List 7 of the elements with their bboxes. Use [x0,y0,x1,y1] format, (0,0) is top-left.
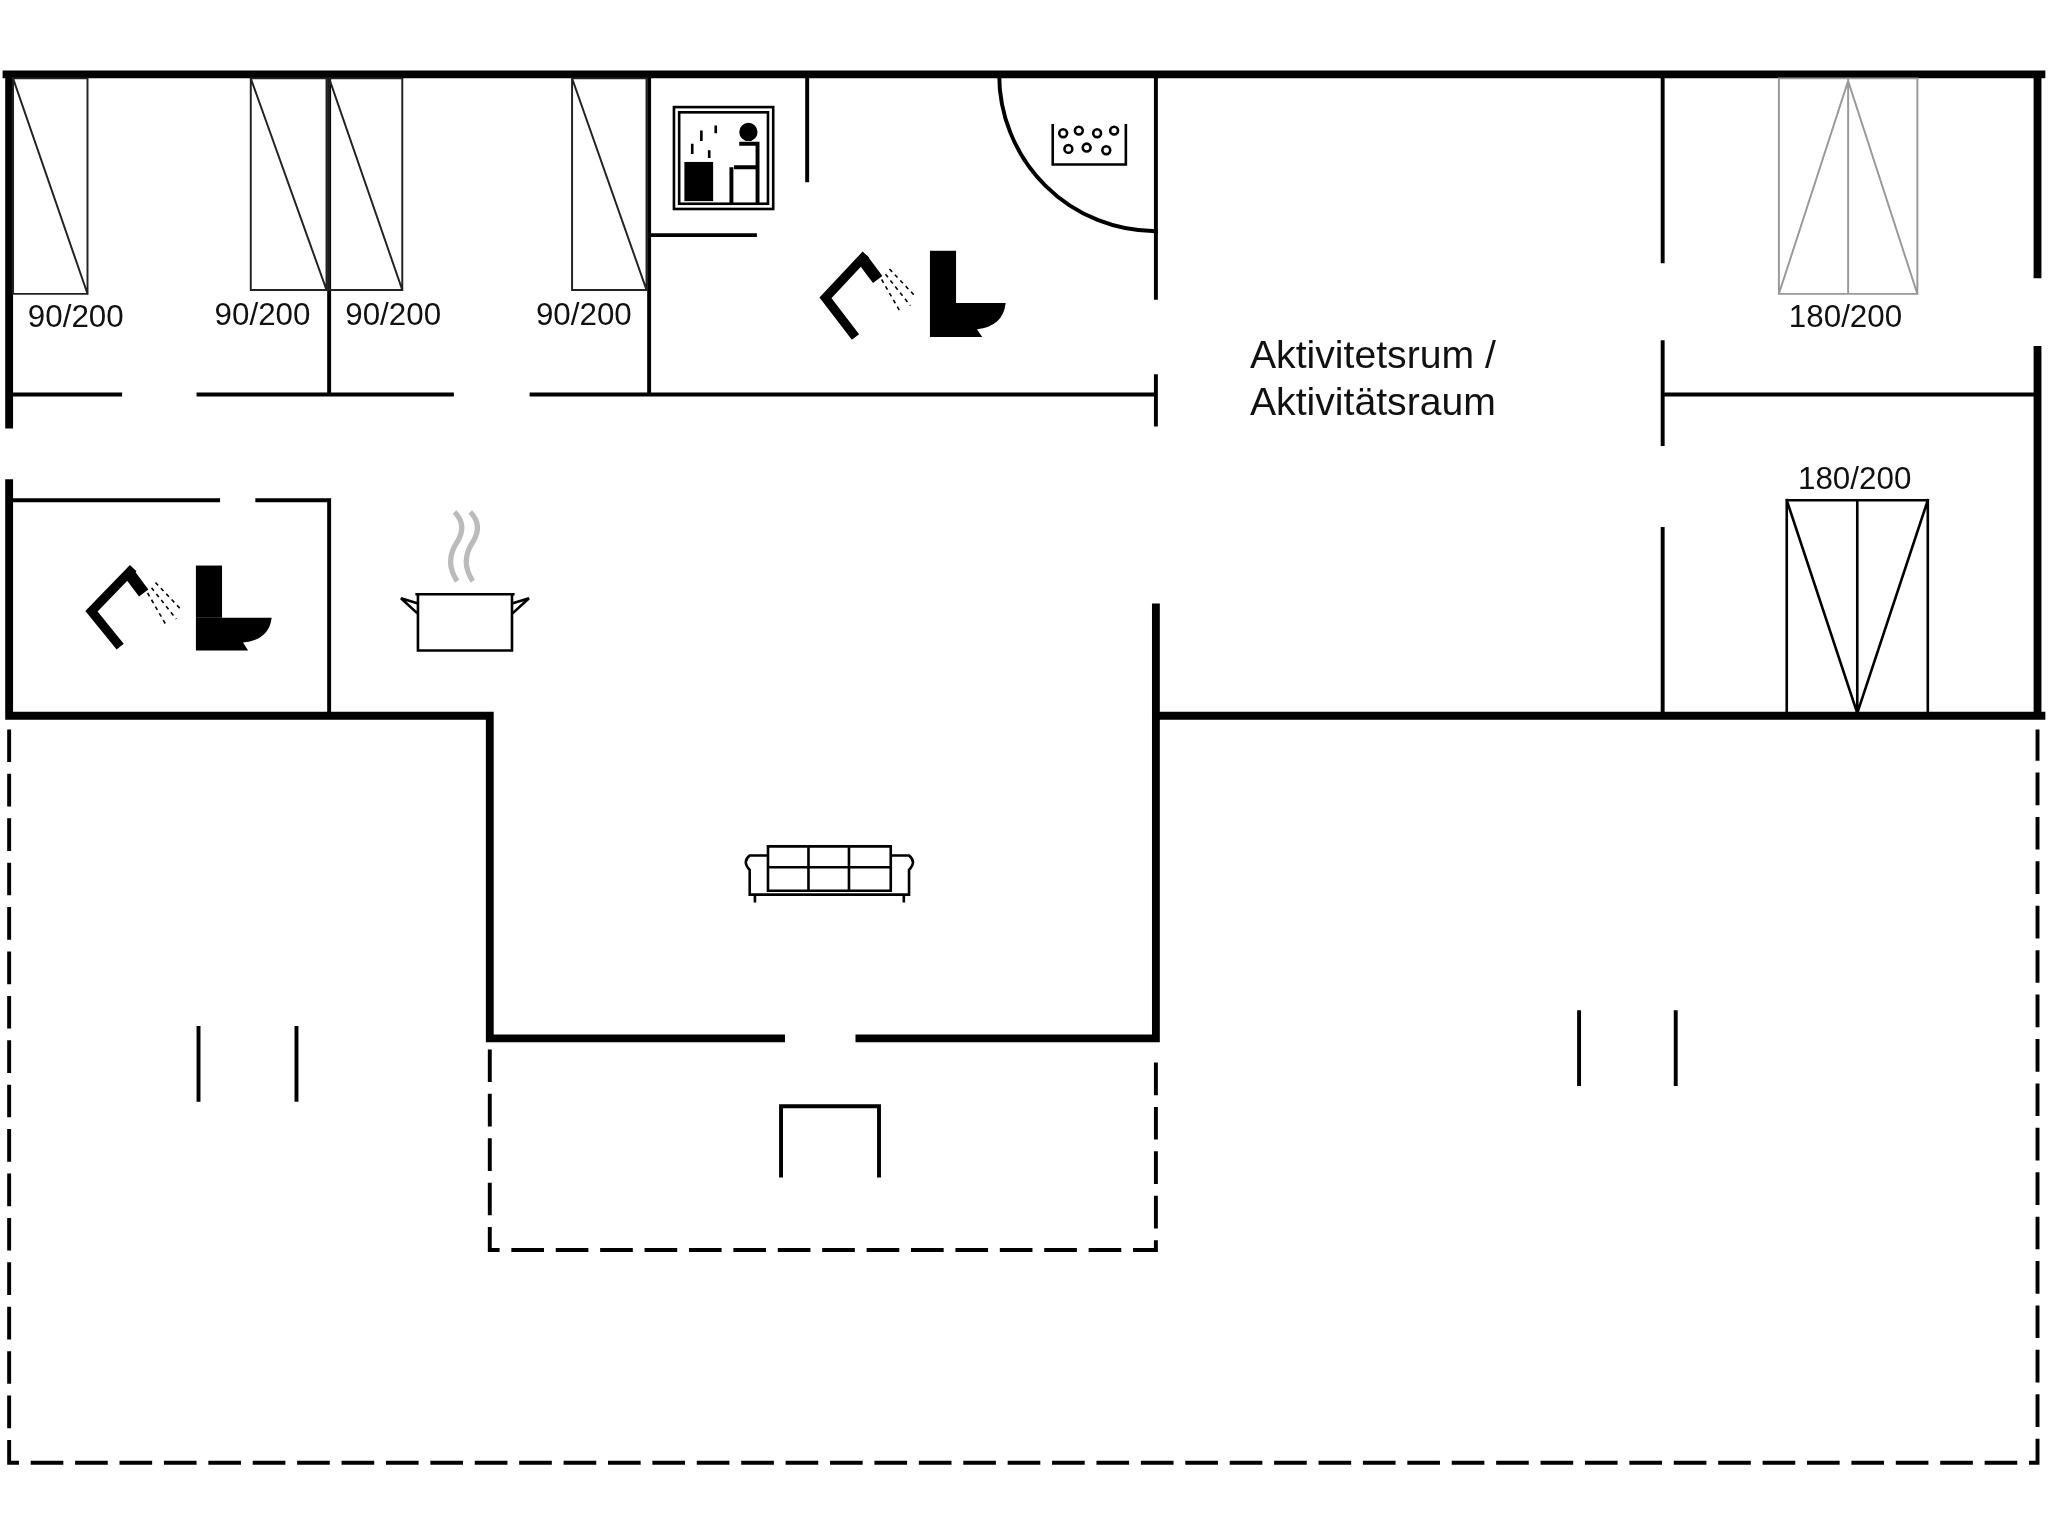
bed-size-label: 90/200 [535,295,632,334]
room-label: Aktivitetsrum / Aktivitätsraum [1249,332,1497,426]
bed-size-label: 90/200 [345,295,442,334]
bed-size-label: 90/200 [214,295,311,334]
bed-size-label: 180/200 [1788,298,1903,336]
bed-size-label: 90/200 [27,298,124,336]
bed-size-label: 180/200 [1798,460,1912,498]
